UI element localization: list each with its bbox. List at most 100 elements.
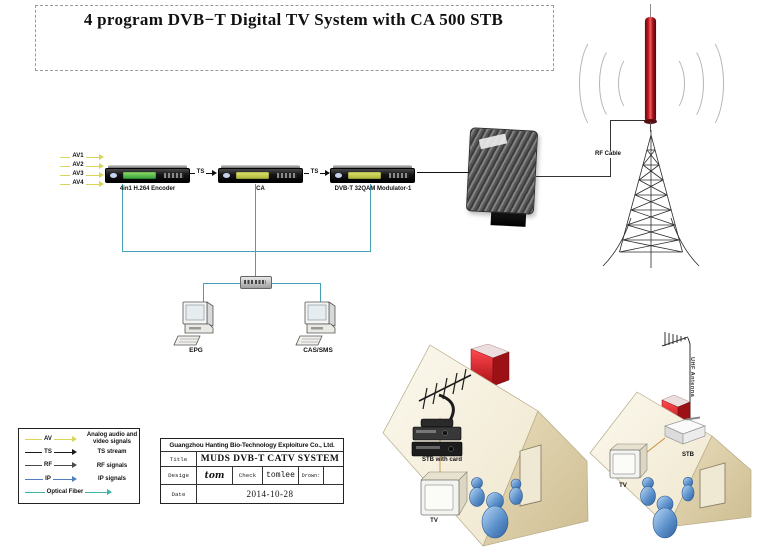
- rf-cable-label: RF Cable: [585, 151, 631, 158]
- stb-stack-icon: [411, 418, 463, 457]
- arrow-right-icon: [72, 435, 77, 442]
- amplifier-plate: [478, 133, 508, 150]
- page-title: 4 program DVB−T Digital TV System with C…: [83, 10, 504, 29]
- design-value: tom: [197, 467, 233, 485]
- check-value: tomlee: [263, 467, 299, 485]
- rf-cable-line-3: [610, 120, 647, 121]
- legend-ip-desc: IP signals: [98, 475, 126, 482]
- stb-with-card-label: STB with card: [421, 457, 462, 463]
- legend-optical-symbol: Optical Fiber: [44, 489, 86, 496]
- arrow-right-icon: [325, 170, 330, 176]
- drawing-title-block: Guangzhou Hanting Bio-Technology Exploit…: [160, 438, 344, 504]
- chimney-side: [492, 351, 510, 387]
- uhf-antenna-icon: [661, 332, 691, 430]
- ip-line-modulator: [370, 184, 371, 251]
- legend-rf-symbol: RF: [42, 462, 54, 469]
- encoder-label: 4in1 H.264 Encoder: [119, 186, 176, 192]
- encoder-device: [105, 165, 190, 183]
- ip-bus-line: [122, 251, 371, 252]
- device-buttons: [277, 173, 297, 178]
- epg-label: EPG: [189, 347, 203, 354]
- tv-icon: [420, 471, 468, 517]
- radio-wave-icon: [684, 35, 724, 132]
- av2-arrow: AV2: [58, 162, 104, 171]
- device-logo-icon: [223, 173, 230, 178]
- ca-display: [235, 172, 269, 179]
- modulator-device: [330, 165, 415, 183]
- ts-label-2: TS: [308, 169, 321, 175]
- legend-av-symbol: AV: [42, 435, 54, 442]
- arrow-right-icon: [72, 462, 77, 469]
- device-logo-icon: [335, 173, 342, 178]
- ethernet-switch: [240, 276, 272, 289]
- av4-label: AV4: [70, 180, 86, 186]
- stb-icon: [664, 416, 706, 445]
- modulator-display: [347, 172, 381, 179]
- title-label: Title: [161, 452, 197, 467]
- switch-ports-icon: [244, 280, 266, 284]
- mast-tip: [650, 4, 651, 18]
- house2-stb-label: STB: [682, 452, 694, 458]
- rf-cable-line-1: [536, 176, 610, 177]
- arrow-right-icon: [72, 475, 77, 482]
- cas-sms-label: CAS/SMS: [303, 347, 333, 354]
- av1-label: AV1: [70, 153, 86, 159]
- arrow-right-icon: [99, 163, 104, 169]
- ts-arrow-1: TS: [189, 168, 217, 179]
- house-door: [699, 462, 726, 509]
- legend-row-ip: IP IP signals: [19, 473, 139, 486]
- legend-row-rf: RF RF signals: [19, 459, 139, 472]
- transmit-antenna-mast: [645, 17, 656, 123]
- check-label: Check: [233, 467, 263, 485]
- design-label: Desige: [161, 467, 197, 485]
- cas-computer-icon: [295, 301, 336, 346]
- arrow-right-icon: [99, 181, 104, 187]
- legend-rf-desc: RF signals: [96, 462, 128, 469]
- device-buttons: [389, 173, 409, 178]
- house1-tv-label: TV: [430, 518, 438, 524]
- device-buttons: [164, 173, 184, 178]
- av1-arrow: AV1: [58, 153, 104, 162]
- house-door: [519, 444, 542, 507]
- people-icons: [640, 476, 695, 539]
- system-title: MUDS DVB-T CATV SYSTEM: [197, 452, 343, 467]
- ts-arrow-2: TS: [304, 168, 330, 179]
- device-logo-icon: [110, 173, 117, 178]
- drawn-label: Drown:: [299, 467, 324, 485]
- ip-line-encoder: [122, 184, 123, 251]
- legend-row-ts: TS TS stream: [19, 446, 139, 459]
- title-box: [35, 5, 554, 71]
- radio-wave-icon: [579, 35, 619, 132]
- legend-row-av: AV Analog audio and video signals: [19, 432, 139, 446]
- people-icons: [469, 477, 523, 539]
- arrow-right-icon: [72, 449, 77, 456]
- av3-label: AV3: [70, 171, 86, 177]
- ts-label-1: TS: [194, 169, 207, 175]
- mast-stub: [650, 122, 651, 132]
- arrow-right-icon: [107, 489, 112, 496]
- ip-line-epg-v: [203, 283, 204, 304]
- arrow-right-icon: [212, 170, 217, 176]
- legend-ts-desc: TS stream: [97, 449, 127, 456]
- legend-box: AV Analog audio and video signals TS TS …: [18, 428, 140, 504]
- house-with-stb: [589, 332, 752, 539]
- date-label: Date: [161, 485, 197, 503]
- lattice-tower: [602, 130, 700, 268]
- encoder-display: [122, 172, 156, 179]
- ca-label: CA: [256, 186, 265, 192]
- tv-icon: [609, 443, 648, 479]
- mast-cap: [644, 119, 657, 124]
- ip-line-cas-h: [270, 283, 320, 284]
- modulator-label: DVB-T 32QAM Modulator-1: [334, 186, 412, 192]
- ip-line-ca: [255, 184, 256, 251]
- legend-row-optical: Optical Fiber: [19, 486, 139, 499]
- drawn-value-empty: [324, 467, 343, 485]
- legend-av-desc: Analog audio and video signals: [86, 432, 138, 446]
- arrow-right-icon: [99, 154, 104, 160]
- house2-tv-label: TV: [619, 483, 627, 489]
- av3-arrow: AV3: [58, 171, 104, 180]
- av4-arrow: AV4: [58, 180, 104, 189]
- rf-cable-line-2: [610, 120, 611, 177]
- ip-line-to-switch: [255, 251, 256, 277]
